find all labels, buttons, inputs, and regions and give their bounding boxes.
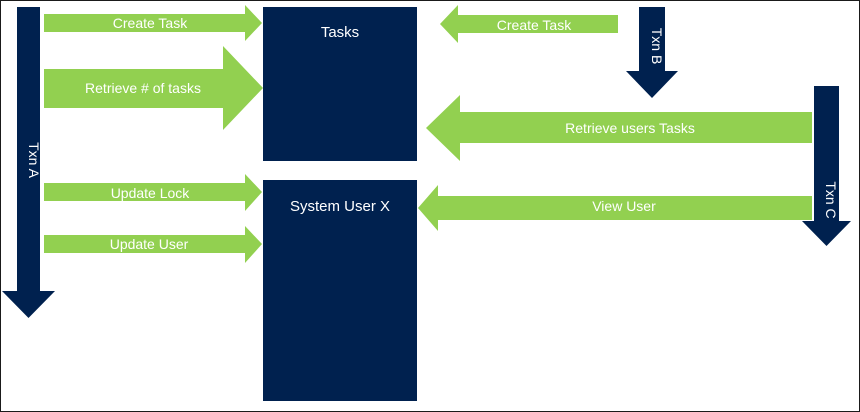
retrieve-user-tasks-arrow	[426, 95, 812, 161]
retrieve-count-arrow	[44, 46, 263, 130]
retrieve-count-arrow-label: Retrieve # of tasks	[85, 80, 201, 96]
txn-a-label: Txn A	[26, 142, 42, 178]
create-task-arrow-a	[44, 5, 262, 41]
update-user-arrow-label: Update User	[110, 236, 189, 252]
retrieve-user-tasks-arrow-label: Retrieve users Tasks	[565, 120, 695, 136]
create-task-arrow-b-label: Create Task	[497, 17, 572, 33]
txn-c-label: Txn C	[823, 181, 839, 218]
update-lock-arrow	[44, 174, 262, 211]
system-user-box-label: System User X	[290, 198, 390, 215]
tasks-box-label: Tasks	[321, 24, 359, 41]
txn-b-arrow	[626, 7, 678, 98]
update-user-arrow	[44, 226, 262, 263]
create-task-arrow-a-label: Create Task	[113, 15, 188, 31]
txn-b-label: Txn B	[649, 28, 665, 65]
txn-c-arrow	[802, 86, 851, 246]
view-user-arrow	[418, 185, 812, 231]
tasks-box	[263, 7, 417, 161]
update-lock-arrow-label: Update Lock	[111, 185, 191, 201]
system-user-box	[263, 180, 417, 401]
view-user-arrow-label: View User	[592, 198, 656, 214]
create-task-arrow-b	[440, 5, 618, 43]
txn-a-arrow	[2, 7, 55, 318]
